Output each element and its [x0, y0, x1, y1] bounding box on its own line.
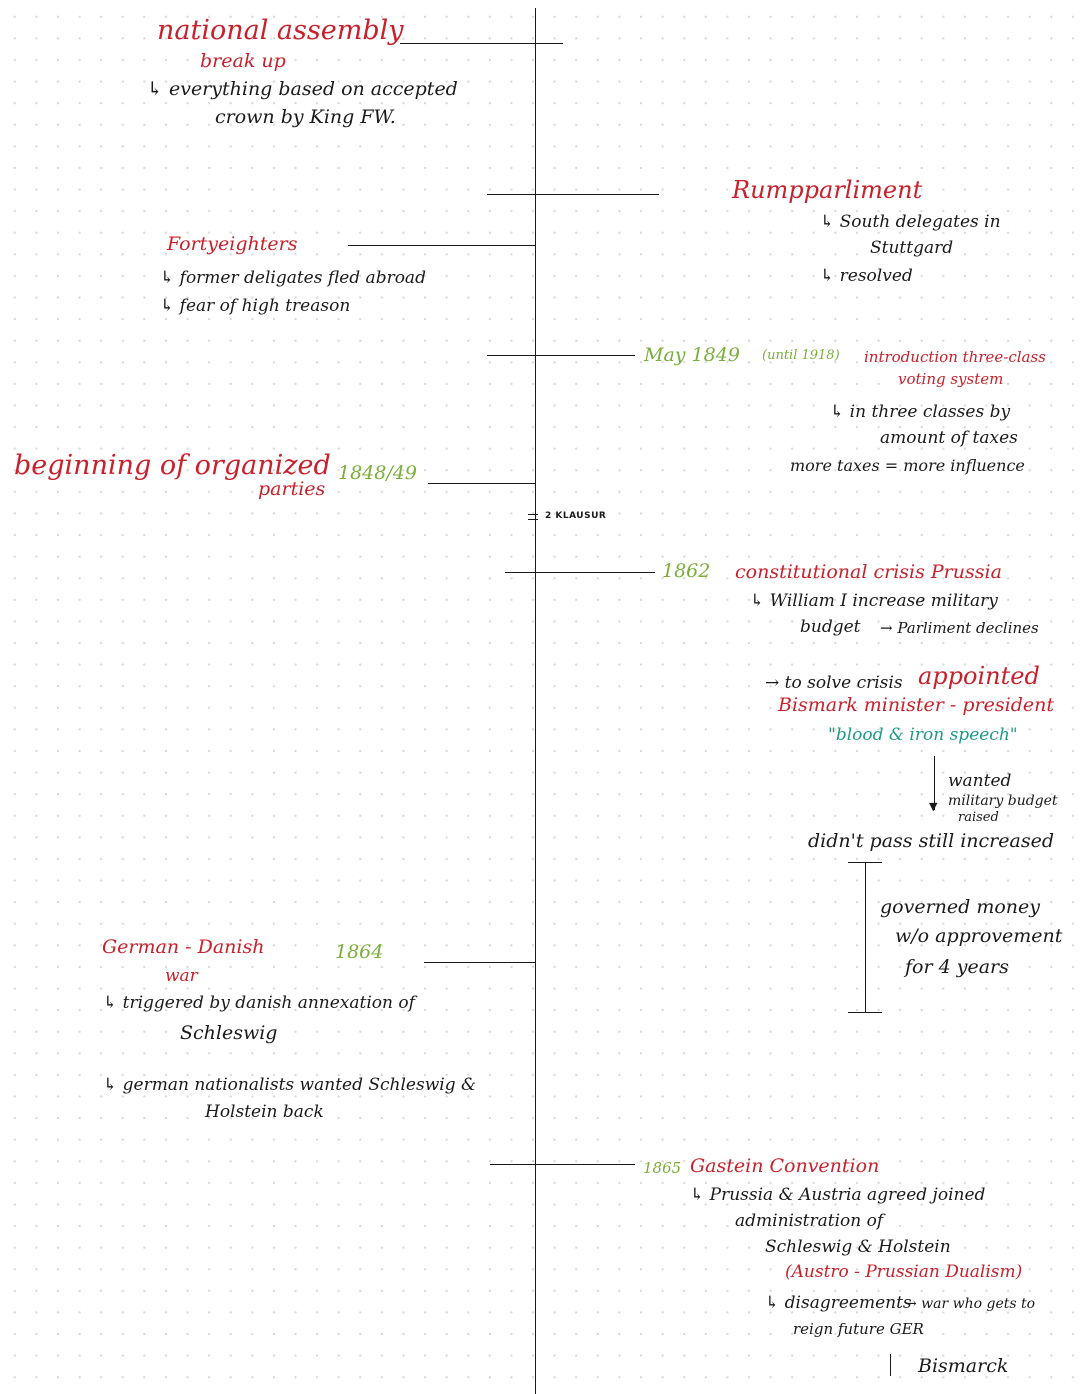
- constitutional-crisis-governed-2: w/o approvement: [895, 925, 1063, 947]
- voting-system-title-2: voting system: [898, 370, 1004, 388]
- rumpparliament-note-2: Stuttgard: [870, 238, 954, 258]
- timeline-axis: [535, 8, 536, 1394]
- constitutional-crisis-speech: "blood & iron speech": [828, 725, 1018, 745]
- voting-system-date: May 1849: [644, 344, 740, 366]
- parties-subtitle: parties: [258, 478, 326, 500]
- gastein-note-5: → war who gets to: [905, 1296, 1036, 1312]
- page-marker-line-2: [528, 519, 538, 520]
- constitutional-crisis-date: 1862: [662, 560, 711, 582]
- constitutional-crisis-bismarck: Bismark minister - president: [778, 694, 1054, 716]
- constitutional-crisis-didnt-pass: didn't pass still increased: [808, 830, 1054, 852]
- gastein-tick: [890, 1354, 891, 1376]
- voting-system-title-1: introduction three-class: [864, 348, 1046, 366]
- voting-system-note-1: ↳ in three classes by: [830, 402, 1011, 422]
- wanted-arrow-line: [934, 756, 935, 810]
- connector-german-danish-war: [424, 962, 535, 963]
- german-danish-war-subtitle: war: [165, 966, 198, 986]
- german-danish-war-date: 1864: [335, 941, 384, 963]
- constitutional-crisis-appointed: appointed: [918, 662, 1040, 690]
- connector-fortyeighters: [348, 245, 535, 246]
- national-assembly-note-1: ↳ everything based on accepted: [147, 78, 458, 100]
- national-assembly-title: national assembly: [157, 15, 404, 46]
- gastein-note-1: ↳ Prussia & Austria agreed joined: [690, 1185, 986, 1205]
- fortyeighters-note-2: ↳ fear of high treason: [160, 296, 351, 316]
- voting-system-note-3: more taxes = more influence: [790, 456, 1025, 475]
- german-danish-war-note-3: ↳ german nationalists wanted Schleswig &: [103, 1075, 477, 1095]
- gastein-dualism: (Austro - Prussian Dualism): [785, 1262, 1023, 1282]
- rumpparliament-note-3: ↳ resolved: [820, 266, 913, 286]
- gastein-date: 1865: [643, 1159, 682, 1177]
- constitutional-crisis-wanted-2: military budget: [948, 793, 1058, 809]
- german-danish-war-note-4: Holstein back: [205, 1102, 324, 1122]
- parties-title: beginning of organized: [14, 450, 331, 481]
- fortyeighters-title: Fortyeighters: [167, 233, 298, 255]
- connector-constitutional-crisis: [505, 572, 655, 573]
- parties-date: 1848/49: [338, 462, 417, 484]
- connector-voting-system: [487, 355, 635, 356]
- fortyeighters-note-1: ↳ former deligates fled abroad: [160, 268, 426, 288]
- constitutional-crisis-note-3: → Parliment declines: [880, 619, 1039, 637]
- german-danish-war-title: German - Danish: [102, 936, 265, 958]
- gastein-note-4: ↳ disagreements: [765, 1293, 912, 1313]
- constitutional-crisis-governed-1: governed money: [880, 896, 1041, 918]
- gastein-note-6: reign future GER: [793, 1320, 924, 1338]
- connector-rumpparliament: [487, 194, 659, 195]
- page-marker-line-1: [528, 514, 538, 515]
- constitutional-crisis-governed-3: for 4 years: [905, 956, 1009, 978]
- national-assembly-break-up: break up: [200, 50, 286, 72]
- gastein-note-7: Bismarck: [918, 1355, 1009, 1377]
- voting-system-until: (until 1918): [762, 348, 840, 363]
- gastein-title: Gastein Convention: [690, 1155, 880, 1177]
- constitutional-crisis-note-2: budget: [800, 617, 861, 637]
- german-danish-war-note-2: Schleswig: [180, 1022, 278, 1044]
- connector-gastein: [490, 1164, 635, 1165]
- page-marker: 2 KLAUSUR: [545, 511, 607, 521]
- constitutional-crisis-note-4: → to solve crisis: [765, 673, 903, 693]
- connector-parties: [428, 483, 535, 484]
- constitutional-crisis-title: constitutional crisis Prussia: [735, 561, 1002, 583]
- gastein-note-2: administration of: [735, 1211, 884, 1231]
- german-danish-war-note-1: ↳ triggered by danish annexation of: [103, 993, 415, 1013]
- constitutional-crisis-wanted-3: raised: [958, 810, 999, 825]
- national-assembly-note-2: crown by King FW.: [215, 106, 396, 128]
- gastein-note-3: Schleswig & Holstein: [765, 1237, 951, 1257]
- constitutional-crisis-wanted-1: wanted: [948, 771, 1012, 791]
- connector-national-assembly: [400, 43, 563, 44]
- rumpparliament-note-1: ↳ South delegates in: [820, 212, 1001, 232]
- voting-system-note-2: amount of taxes: [880, 428, 1018, 448]
- constitutional-crisis-note-1: ↳ William I increase military: [750, 591, 998, 611]
- bracket-stem: [865, 862, 866, 1012]
- wanted-arrow-head: ▼: [929, 800, 938, 813]
- bracket-bottom: [848, 1012, 882, 1013]
- rumpparliament-title: Rumpparliment: [732, 176, 923, 204]
